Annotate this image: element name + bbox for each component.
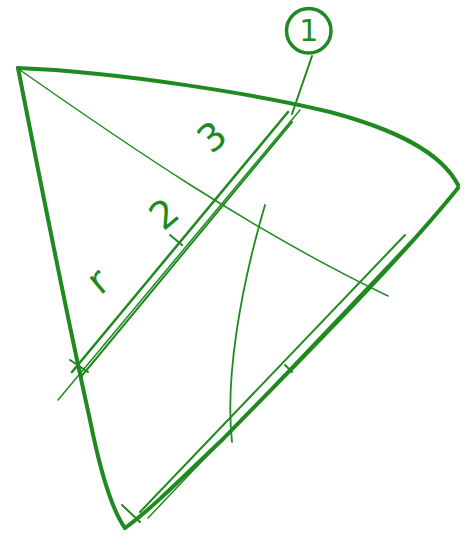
diagonal-line [80,122,292,378]
parallel-line [148,242,410,518]
sketch-label: 2 [141,190,187,237]
sketch-label: r [78,260,117,302]
triangle-edge [18,68,125,528]
cross-curve [230,205,265,442]
leader-line [292,56,312,114]
parallel-line [140,235,405,512]
cross-line [20,70,388,296]
circled-number: 1 [284,6,334,56]
callout-number: 1 [299,16,318,46]
sketch-label: 3 [189,113,235,160]
diagonal-line [58,110,300,400]
tick-mark [70,235,292,522]
triangle-edge [18,68,458,185]
